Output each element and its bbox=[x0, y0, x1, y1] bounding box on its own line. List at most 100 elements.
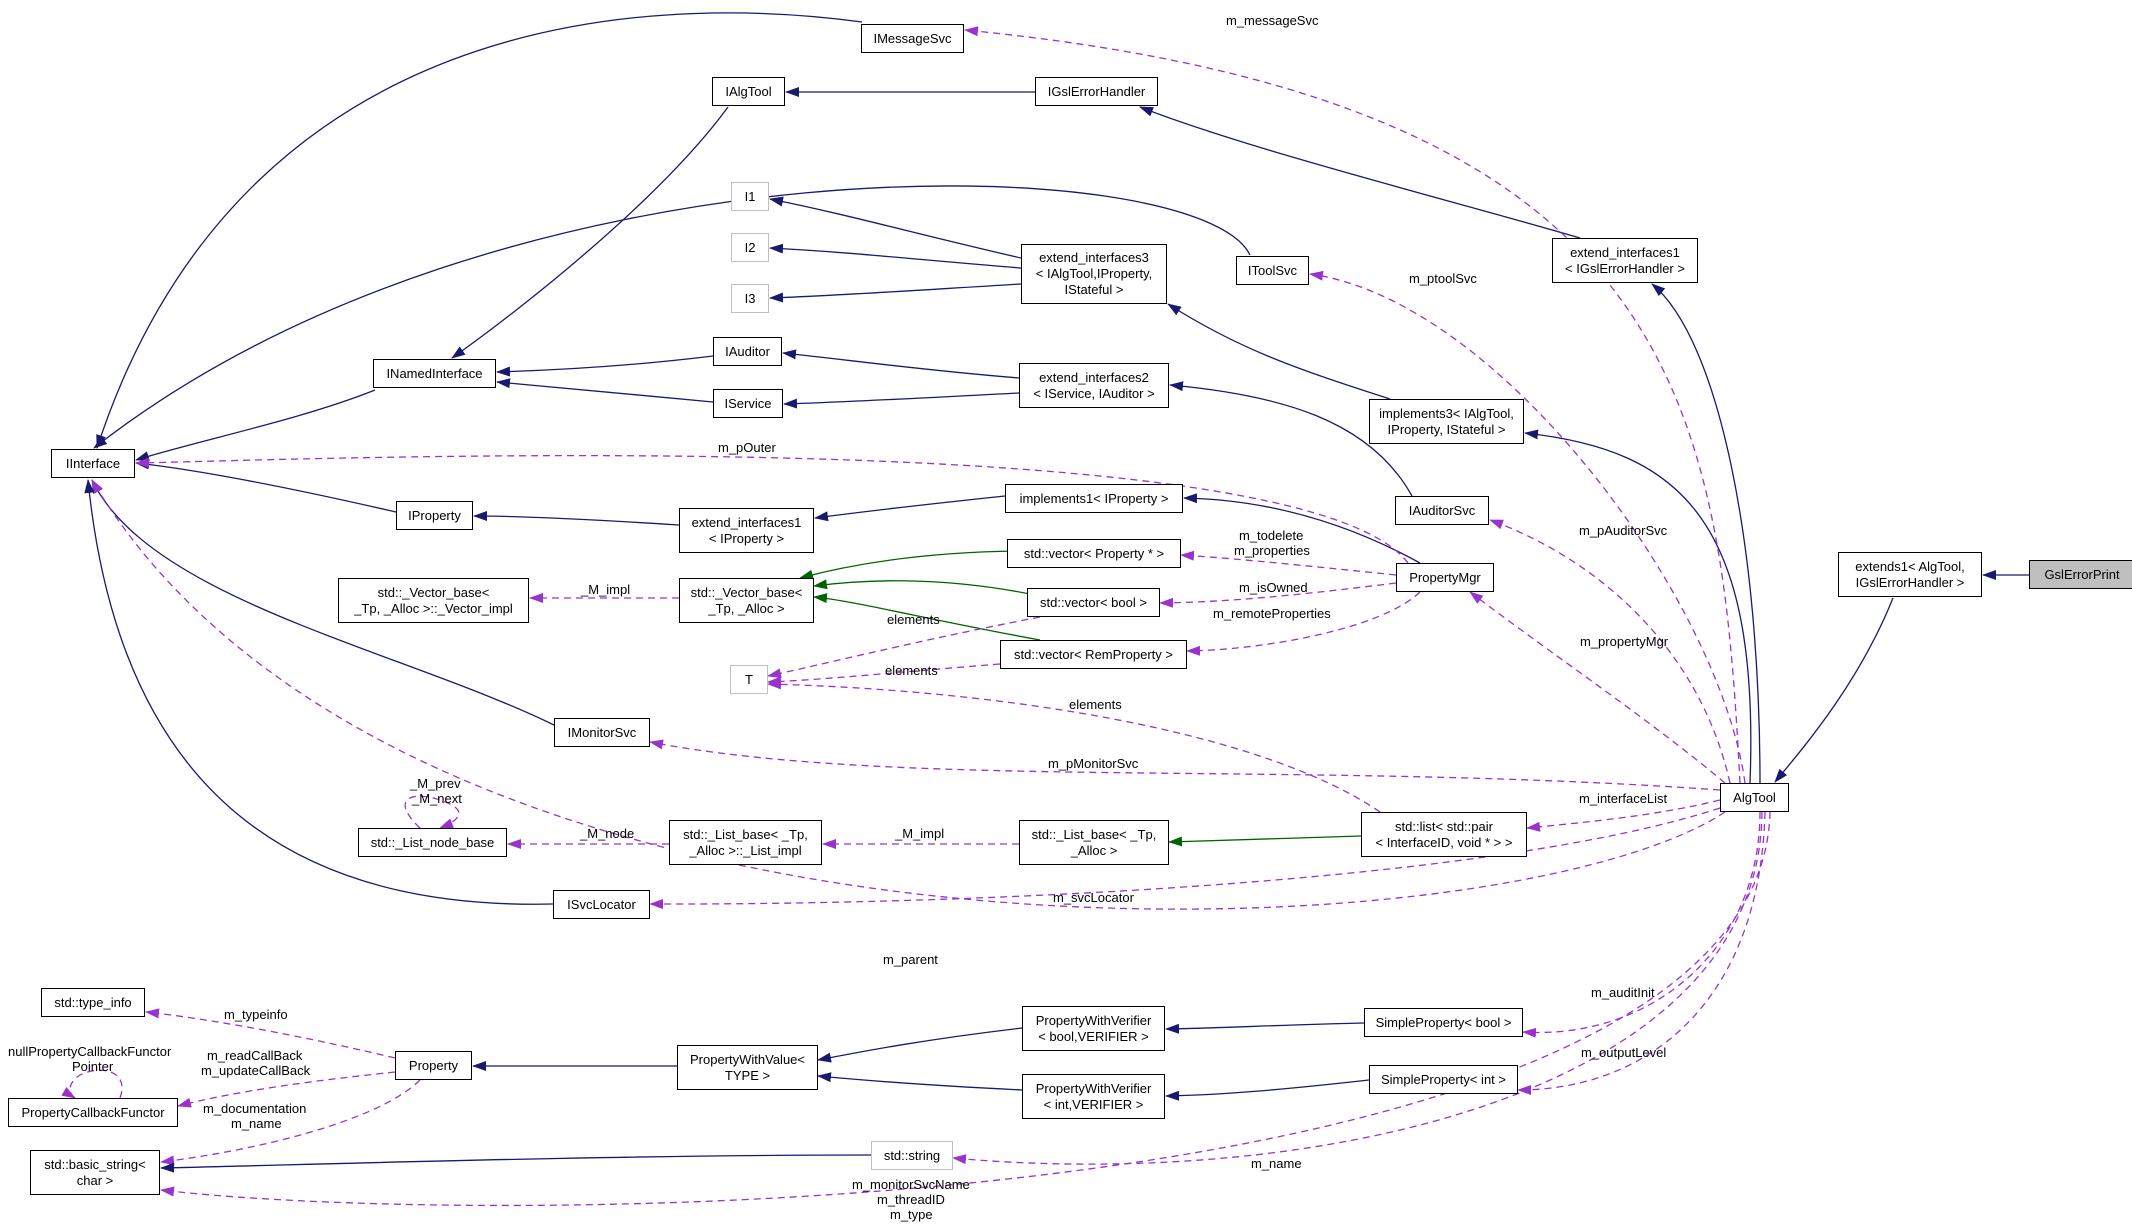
edge-PropertyMgr-vector_remprop bbox=[1186, 591, 1421, 656]
class-node-IMessageSvc[interactable]: IMessageSvc bbox=[861, 24, 964, 53]
class-node-T[interactable]: T bbox=[730, 665, 768, 694]
edge-PropertyWithVerifier_bool-PropertyWithValue bbox=[817, 1027, 1023, 1063]
class-node-ISvcLocator[interactable]: ISvcLocator bbox=[553, 890, 650, 919]
edge-Property-basic_string bbox=[160, 1079, 421, 1166]
edge-vector_bool-T bbox=[767, 616, 1041, 679]
edge-IMonitorSvc-IInterface bbox=[91, 479, 555, 726]
edge-extend_interfaces3-I3 bbox=[769, 283, 1022, 303]
edge-extends1-AlgTool bbox=[1774, 597, 1894, 783]
class-node-vector-remprop[interactable]: std::vector< RemProperty > bbox=[1000, 640, 1187, 669]
edge-SimpleProperty_int-PropertyWithVerifier_int bbox=[1165, 1079, 1370, 1101]
edge-label-interfaceList: m_interfaceList bbox=[1579, 791, 1668, 806]
class-node-IService[interactable]: IService bbox=[713, 389, 783, 418]
edge-extend_interfaces3-I1 bbox=[769, 196, 1022, 259]
class-node-IMonitorSvc[interactable]: IMonitorSvc bbox=[554, 718, 650, 747]
class-node-IToolSvc[interactable]: IToolSvc bbox=[1236, 256, 1309, 285]
class-node-basic-string[interactable]: std::basic_string<char > bbox=[30, 1150, 160, 1195]
class-node-vector-property[interactable]: std::vector< Property * > bbox=[1007, 539, 1181, 568]
edge-label-Pointer: Pointer bbox=[72, 1059, 114, 1074]
class-node-PropertyCallbackFunctor[interactable]: PropertyCallbackFunctor bbox=[8, 1098, 178, 1127]
class-node-type-info[interactable]: std::type_info bbox=[41, 988, 145, 1017]
edge-label-isOwned: m_isOwned bbox=[1239, 580, 1308, 595]
edge-AlgTool-PropertyMgr bbox=[1469, 591, 1726, 784]
edge-IAlgTool-INamedInterface bbox=[451, 106, 729, 359]
class-node-list-base[interactable]: std::_List_base< _Tp,_Alloc > bbox=[1019, 820, 1169, 865]
edge-IAuditor-INamedInterface bbox=[496, 355, 714, 377]
edge-label-updateCallBack: m_updateCallBack bbox=[201, 1063, 311, 1078]
edge-list_node_base-self bbox=[404, 795, 460, 829]
edge-label-remoteProperties: m_remoteProperties bbox=[1213, 606, 1331, 621]
class-node-IInterface[interactable]: IInterface bbox=[51, 449, 135, 478]
class-node-I2[interactable]: I2 bbox=[731, 233, 769, 262]
class-node-IAuditor[interactable]: IAuditor bbox=[713, 337, 782, 366]
edge-INamedInterface-IInterface bbox=[135, 389, 376, 461]
edge-label-typeinfo: m_typeinfo bbox=[224, 1007, 288, 1022]
edge-label-elements-2: elements bbox=[885, 663, 938, 678]
class-node-INamedInterface[interactable]: INamedInterface bbox=[373, 359, 496, 388]
class-node-list-pair[interactable]: std::list< std::pair< InterfaceID, void … bbox=[1361, 812, 1527, 857]
edge-label-type: m_type bbox=[890, 1207, 933, 1222]
class-node-PropertyWithVerifier-int[interactable]: PropertyWithVerifier< int,VERIFIER > bbox=[1022, 1074, 1165, 1119]
class-node-IGslErrorHandler[interactable]: IGslErrorHandler bbox=[1035, 77, 1158, 106]
edge-PropertyMgr-IInterface bbox=[135, 454, 1409, 564]
class-node-PropertyWithValue[interactable]: PropertyWithValue<TYPE > bbox=[677, 1045, 818, 1090]
edge-PropertyCallbackFunctor-self bbox=[61, 1069, 123, 1099]
class-node-std-string[interactable]: std::string bbox=[871, 1141, 953, 1170]
edge-Property-type_info bbox=[145, 1008, 396, 1059]
edge-list_pair-T bbox=[767, 679, 1381, 813]
class-node-IProperty[interactable]: IProperty bbox=[396, 501, 473, 530]
edge-label-M-node: _M_node bbox=[579, 826, 634, 841]
edge-label-messageSvc: m_messageSvc bbox=[1226, 13, 1319, 28]
edge-AlgTool-basic_string bbox=[160, 811, 1771, 1207]
class-node-SimpleProperty-bool[interactable]: SimpleProperty< bool > bbox=[1364, 1008, 1523, 1037]
edge-label-properties: m_properties bbox=[1234, 543, 1310, 558]
edge-label-auditInit: m_auditInit bbox=[1591, 985, 1655, 1000]
edge-extend_interfaces1_gsl-IGslErrorHandler bbox=[1139, 106, 1581, 239]
class-node-vector-base[interactable]: std::_Vector_base<_Tp, _Alloc > bbox=[679, 578, 814, 623]
edge-IService-INamedInterface bbox=[496, 378, 714, 403]
edge-label-svcLocator: m_svcLocator bbox=[1053, 890, 1135, 905]
class-node-I3[interactable]: I3 bbox=[731, 284, 769, 313]
class-node-SimpleProperty-int[interactable]: SimpleProperty< int > bbox=[1369, 1065, 1518, 1094]
edge-AlgTool-IMonitorSvc bbox=[649, 739, 1721, 791]
class-node-IAlgTool[interactable]: IAlgTool bbox=[712, 77, 785, 106]
edge-AlgTool-SimpleProperty_int bbox=[1517, 811, 1766, 1095]
class-node-I1[interactable]: I1 bbox=[731, 182, 769, 211]
edge-vector_bool-vector_base bbox=[813, 579, 1041, 597]
class-node-extend-interfaces2[interactable]: extend_interfaces2< IService, IAuditor > bbox=[1019, 363, 1169, 408]
edge-PropertyMgr-vector_bool bbox=[1159, 582, 1397, 608]
edge-extend_interfaces3-I2 bbox=[769, 243, 1022, 269]
edge-AlgTool-IInterface bbox=[91, 479, 1726, 910]
class-node-list-node-base[interactable]: std::_List_node_base bbox=[358, 828, 507, 857]
class-node-PropertyWithVerifier-bool[interactable]: PropertyWithVerifier< bool,VERIFIER > bbox=[1022, 1006, 1165, 1051]
edge-AlgTool-IMessageSvc bbox=[964, 26, 1741, 784]
class-node-extend-interfaces1-prop[interactable]: extend_interfaces1< IProperty > bbox=[679, 508, 814, 553]
class-node-implements1[interactable]: implements1< IProperty > bbox=[1005, 484, 1183, 513]
edge-label-nullPropertyCallbackFunctor: nullPropertyCallbackFunctor bbox=[8, 1044, 172, 1059]
edge-label-documentation: m_documentation bbox=[203, 1101, 306, 1116]
class-node-list-impl[interactable]: std::_List_base< _Tp,_Alloc >::_List_imp… bbox=[669, 820, 822, 865]
class-node-extends1[interactable]: extends1< AlgTool,IGslErrorHandler > bbox=[1838, 552, 1982, 597]
edge-extend_interfaces1_prop-IProperty bbox=[473, 511, 680, 526]
edge-list_pair-list_base bbox=[1168, 835, 1362, 847]
class-node-PropertyMgr[interactable]: PropertyMgr bbox=[1396, 563, 1494, 592]
class-node-Property[interactable]: Property bbox=[395, 1051, 472, 1080]
edge-IToolSvc-IInterface bbox=[93, 185, 1251, 449]
edge-IAuditorSvc-extend_interfaces2 bbox=[1169, 381, 1413, 497]
class-node-implements3[interactable]: implements3< IAlgTool,IProperty, IStatef… bbox=[1369, 399, 1524, 444]
edge-AlgTool-extend_interfaces1_gsl bbox=[1651, 283, 1761, 784]
edge-std_string-basic_string bbox=[160, 1154, 872, 1173]
class-node-AlgTool[interactable]: AlgTool bbox=[1720, 783, 1789, 812]
edge-label-elements-3: elements bbox=[1069, 697, 1122, 712]
edge-AlgTool-implements3 bbox=[1524, 429, 1752, 784]
edge-AlgTool-ISvcLocator bbox=[649, 807, 1721, 910]
class-node-GslErrorPrint[interactable]: GslErrorPrint bbox=[2029, 560, 2132, 589]
class-node-vector-bool[interactable]: std::vector< bool > bbox=[1027, 588, 1160, 617]
edge-implements3-extend_interfaces3 bbox=[1167, 303, 1391, 400]
edge-AlgTool-SimpleProperty_bool bbox=[1522, 811, 1761, 1038]
class-node-extend-interfaces1-gsl[interactable]: extend_interfaces1< IGslErrorHandler > bbox=[1552, 238, 1698, 283]
class-node-IAuditorSvc[interactable]: IAuditorSvc bbox=[1395, 496, 1489, 525]
class-node-extend-interfaces3[interactable]: extend_interfaces3< IAlgTool,IProperty,I… bbox=[1021, 244, 1167, 304]
class-node-vector-impl[interactable]: std::_Vector_base<_Tp, _Alloc >::_Vector… bbox=[338, 578, 529, 623]
